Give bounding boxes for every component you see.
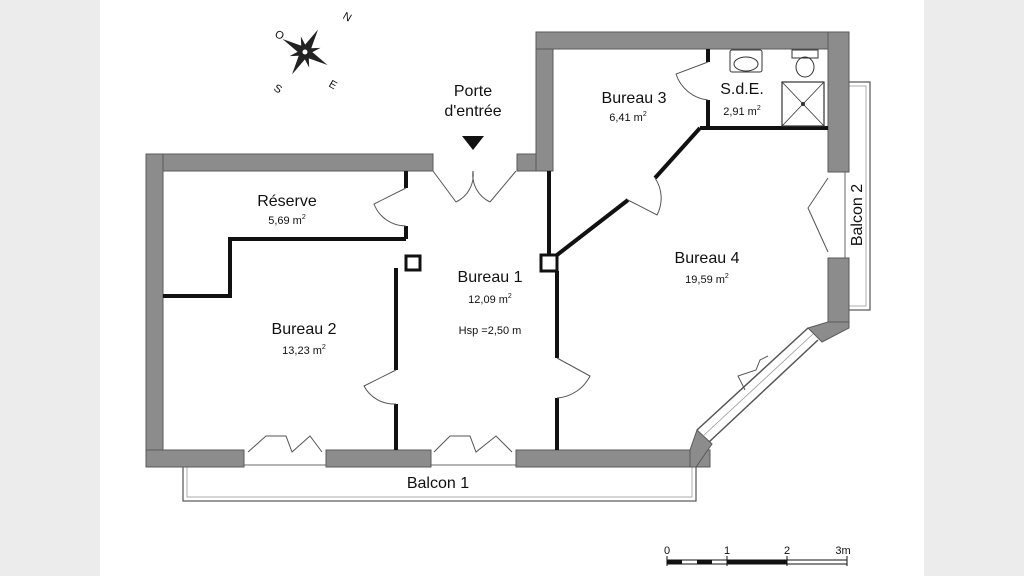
room-bureau4-name: Bureau 4 — [675, 250, 740, 267]
interior-partitions — [163, 49, 828, 450]
scale-label-1: 1 — [724, 545, 730, 557]
balcony-2-outline — [844, 81, 871, 311]
room-reserve-area: 5,69 m2 — [268, 214, 306, 227]
bathroom-fixtures — [729, 49, 825, 127]
balcony-1-outline — [182, 464, 697, 502]
balcony-1-label: Balcon 1 — [407, 475, 469, 492]
room-bureau3-name: Bureau 3 — [602, 90, 667, 107]
compass-north-label: N — [341, 10, 354, 24]
room-bureau4-area: 19,59 m2 — [685, 273, 729, 286]
scale-label-2: 2 — [784, 545, 790, 557]
floor-plan-sheet — [100, 0, 924, 576]
room-sde-area: 2,91 m2 — [723, 105, 761, 118]
compass-east-label: E — [327, 78, 339, 92]
compass-south-label: S — [272, 82, 284, 96]
ceiling-height-label: Hsp =2,50 m — [459, 325, 522, 337]
entrance-label-line2: d'entrée — [444, 103, 501, 120]
compass-west-label: O — [273, 28, 287, 43]
balcony-2-label: Balcon 2 — [849, 184, 866, 246]
room-bureau2-name: Bureau 2 — [272, 321, 337, 338]
room-sde-name: S.d.E. — [720, 81, 764, 98]
room-bureau3-area: 6,41 m2 — [609, 111, 647, 124]
entrance-label-line1: Porte — [454, 83, 492, 100]
entrance-arrow-icon — [462, 136, 484, 150]
door-swings — [247, 61, 829, 453]
room-bureau1-name: Bureau 1 — [458, 269, 523, 286]
diagonal-window — [696, 327, 819, 443]
exterior-walls — [145, 31, 850, 468]
scale-label-3m: 3m — [835, 545, 850, 557]
compass-rose — [282, 29, 328, 75]
scale-label-0: 0 — [664, 545, 670, 557]
room-bureau2-area: 13,23 m2 — [282, 344, 326, 357]
room-reserve-name: Réserve — [257, 193, 317, 210]
scale-bar — [666, 556, 848, 566]
room-bureau1-area: 12,09 m2 — [468, 293, 512, 306]
